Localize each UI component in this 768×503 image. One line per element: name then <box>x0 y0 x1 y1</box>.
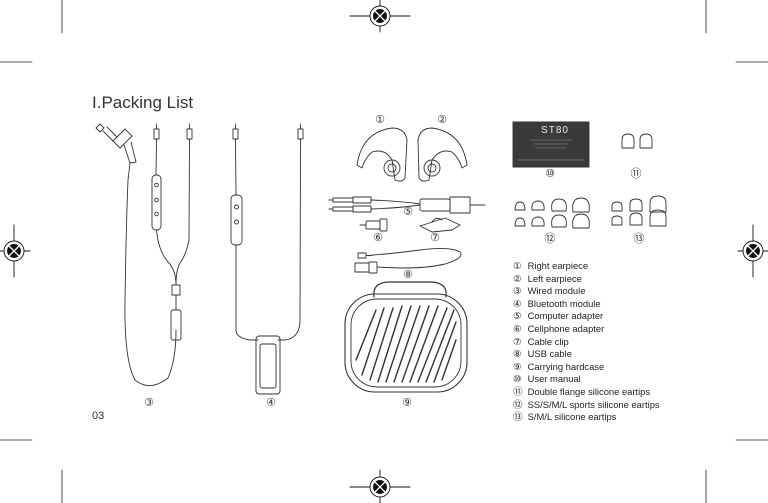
item-label: Left earpiece <box>527 272 582 284</box>
bluetooth-module-cable <box>230 123 304 395</box>
cable-clip <box>419 217 461 233</box>
item-number: ⑦ <box>513 336 522 348</box>
item-label: Bluetooth module <box>527 297 601 309</box>
item-label: Computer adapter <box>527 310 604 322</box>
usb-cable <box>354 247 462 274</box>
list-item: ⑧ USB cable <box>513 348 660 361</box>
manual-brand-label: ST80 <box>541 125 569 136</box>
callout-double-flange-eartips: ⑪ <box>630 168 642 180</box>
list-item: ⑪ Double flange silicone eartips <box>513 386 660 399</box>
left-earpiece <box>417 127 468 182</box>
list-item: ③ Wired module <box>513 285 660 298</box>
list-item: ⑩ User manual <box>513 373 660 386</box>
item-label: Carrying hardcase <box>527 360 605 372</box>
callout-left-earpiece: ② <box>437 114 447 126</box>
carrying-hardcase <box>344 281 468 393</box>
callout-sports-eartips: ⑫ <box>544 233 556 245</box>
callout-cable-clip: ⑦ <box>430 232 440 244</box>
item-number: ⑫ <box>513 399 523 411</box>
packing-list-legend: ① Right earpiece ② Left earpiece ③ Wired… <box>513 260 660 424</box>
item-number: ③ <box>513 286 522 298</box>
registration-mark-top <box>349 0 411 33</box>
list-item: ⑦ Cable clip <box>513 336 660 349</box>
item-number: ① <box>513 261 522 272</box>
list-item: ② Left earpiece <box>513 273 660 286</box>
item-label: Wired module <box>527 285 586 297</box>
callout-cellphone-adapter: ⑥ <box>373 232 383 244</box>
list-item: ⑨ Carrying hardcase <box>513 361 660 374</box>
item-number: ⑪ <box>513 386 523 398</box>
sports-silicone-eartips <box>514 197 590 229</box>
page-number: 03 <box>92 410 105 422</box>
list-item: ④ Bluetooth module <box>513 298 660 311</box>
callout-sml-eartips: ⑬ <box>633 233 645 245</box>
list-item: ① Right earpiece <box>513 260 660 273</box>
item-number: ⑤ <box>513 311 522 323</box>
user-manual-booklet <box>512 121 590 168</box>
item-number: ⑨ <box>513 361 522 373</box>
item-number: ② <box>513 273 522 285</box>
callout-carrying-hardcase: ⑨ <box>402 397 412 409</box>
item-label: Double flange silicone eartips <box>527 385 651 397</box>
page-title: I.Packing List <box>92 93 194 112</box>
computer-adapter <box>328 196 486 214</box>
double-flange-eartips <box>621 133 653 149</box>
sml-silicone-eartips <box>611 195 667 227</box>
item-number: ⑩ <box>513 374 522 386</box>
item-label: USB cable <box>527 348 572 360</box>
item-label: Right earpiece <box>527 260 589 271</box>
registration-mark-right <box>737 224 768 278</box>
list-item: ⑤ Computer adapter <box>513 310 660 323</box>
callout-wired-module: ③ <box>144 397 154 409</box>
item-number: ④ <box>513 298 522 310</box>
item-label: User manual <box>527 373 581 385</box>
callout-user-manual: ⑩ <box>545 168 555 180</box>
callout-bluetooth-module: ④ <box>266 397 276 409</box>
callout-computer-adapter: ⑤ <box>403 206 413 218</box>
list-item: ⑬ S/M/L silicone eartips <box>513 411 660 424</box>
callout-usb-cable: ⑧ <box>403 269 413 281</box>
list-item: ⑫ SS/S/M/L sports silicone eartips <box>513 399 660 412</box>
list-item: ⑥ Cellphone adapter <box>513 323 660 336</box>
callout-right-earpiece: ① <box>375 114 385 126</box>
item-number: ⑥ <box>513 323 522 335</box>
item-number: ⑬ <box>513 412 523 424</box>
item-label: Cellphone adapter <box>527 322 605 334</box>
item-label: SS/S/M/L sports silicone eartips <box>527 398 660 410</box>
right-earpiece <box>356 127 408 182</box>
item-label: Cable clip <box>527 335 569 347</box>
item-number: ⑧ <box>513 349 522 361</box>
registration-mark-left <box>0 224 31 278</box>
wired-module-cable <box>95 123 193 386</box>
cellphone-adapter <box>359 218 388 232</box>
registration-mark-bottom <box>349 469 411 503</box>
item-label: S/M/L silicone eartips <box>527 411 617 423</box>
